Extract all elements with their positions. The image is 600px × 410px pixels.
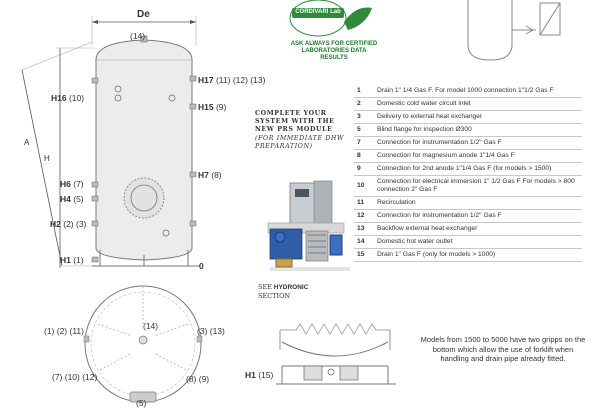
- zero-level-label: 0: [199, 261, 204, 271]
- see-prefix: See: [258, 283, 272, 291]
- h7-label: H7 (8): [198, 170, 222, 180]
- h1-code: H1: [60, 255, 71, 265]
- see-hydronic-caption: See HYDRONIC section: [258, 283, 308, 301]
- panel-line-3: new PRS module: [255, 126, 333, 134]
- panel-line-4: (For immediate DHW: [255, 134, 345, 142]
- h1-label: H1 (1): [60, 255, 84, 265]
- item-number: 14: [354, 235, 371, 249]
- forklift-note: Models from 1500 to 5000 have two gripps…: [420, 335, 586, 363]
- partial-schematic: [467, 0, 561, 61]
- h1-refs: (1): [73, 255, 84, 265]
- h6-label: H6 (7): [60, 179, 84, 189]
- plan-label-center: (14): [143, 321, 159, 331]
- item-description: Drain 1" Gas F (only for models > 1000): [371, 248, 582, 262]
- item-number: 11: [354, 196, 371, 210]
- plan-label-left-bottom: (7) (10) (12): [52, 372, 98, 382]
- forklift-detail-drawing: [276, 323, 396, 385]
- h4-code: H4: [60, 194, 71, 204]
- item-number: 3: [354, 110, 371, 124]
- plan-label-left-top: (1) (2) (11): [44, 326, 84, 336]
- item-number: 5: [354, 123, 371, 137]
- item-number: 10: [354, 175, 371, 197]
- item-description: Connection for instrumentation 1/2" Gas …: [371, 209, 582, 223]
- h16-label: H16 (10): [51, 93, 84, 103]
- badge-slogan: ASK ALWAYS FOR CERTIFIED LABORATORIES DA…: [290, 41, 378, 61]
- h17-refs: (11) (12) (13): [215, 75, 266, 85]
- item-description: Delivery to external heat exchanger: [371, 110, 582, 124]
- item-description: Recirculation: [371, 196, 582, 210]
- a-dimension-label: A: [24, 138, 30, 147]
- item-number: 9: [354, 162, 371, 176]
- item-description: Connection for magnesium anode 1"1/4 Gas…: [371, 149, 582, 163]
- outlet-14-label: (14): [130, 31, 146, 41]
- h16-code: H16: [51, 93, 67, 103]
- h16-refs: (10): [68, 93, 85, 103]
- panel-line-1: Complete your: [255, 110, 327, 117]
- detail-h1-refs: (15): [258, 370, 274, 380]
- tank-elevation-drawing: [21, 16, 200, 268]
- h17-label: H17 (11) (12) (13): [198, 75, 265, 85]
- h2-refs: (2) (3): [63, 219, 87, 229]
- item-description: Domestic cold water circuit inlet: [371, 97, 582, 111]
- h2-label: H2 (2) (3): [50, 219, 86, 229]
- item-description: Backflow external heat exchanger: [371, 222, 582, 236]
- see-hydronic: HYDRONIC: [273, 284, 309, 291]
- item-description: Connection for electrical immersion 1" 1…: [371, 175, 582, 197]
- item-number: 8: [354, 149, 371, 163]
- item-number: 13: [354, 222, 371, 236]
- tank-plan-view: [83, 285, 203, 403]
- h15-refs: (9): [215, 102, 227, 112]
- h4-refs: (5): [73, 194, 84, 204]
- item-number: 1: [354, 85, 371, 98]
- h2-code: H2: [50, 219, 61, 229]
- h17-code: H17: [198, 75, 214, 85]
- panel-line-2: system with the: [255, 118, 335, 126]
- see-suffix: section: [258, 292, 291, 300]
- item-description: Drain 1" 1/4 Gas F. For model 1000 conne…: [371, 85, 582, 98]
- badge-logo: [289, 0, 372, 37]
- plan-label-right-top: (3) (13): [197, 326, 225, 336]
- prs-module-panel: Complete your system with the new PRS mo…: [255, 110, 355, 151]
- detail-h1-label: H1 (15): [245, 370, 273, 380]
- item-number: 2: [354, 97, 371, 111]
- item-description: Blind flange for inspection Ø300: [371, 123, 582, 137]
- badge-brand: CORDIVARI Lab: [295, 9, 341, 15]
- item-description: Domestic hot water outlet: [371, 235, 582, 249]
- plan-label-right-bottom: (8) (9): [186, 374, 210, 384]
- h7-code: H7: [198, 170, 209, 180]
- item-description: Connection for instrumentation 1/2" Gas …: [371, 136, 582, 150]
- h15-code: H15: [198, 102, 214, 112]
- h6-code: H6: [60, 179, 71, 189]
- h4-label: H4 (5): [60, 194, 84, 204]
- prs-module-image: [267, 180, 350, 271]
- h-dimension-label: H: [44, 154, 50, 163]
- de-dimension-label: De: [137, 9, 150, 20]
- item-description: Connection for 2nd anode 1"1/4 Gas F (fo…: [371, 162, 582, 176]
- panel-line-5: preparation): [255, 142, 313, 150]
- h7-refs: (8): [211, 170, 222, 180]
- plan-label-bottom: (5): [136, 398, 147, 408]
- item-number: 12: [354, 209, 371, 223]
- h6-refs: (7): [73, 179, 84, 189]
- item-number: 15: [354, 248, 371, 262]
- item-number: 7: [354, 136, 371, 150]
- h15-label: H15 (9): [198, 102, 226, 112]
- cordivari-lab-badge: CORDIVARI Lab ASK ALWAYS FOR CERTIFIED L…: [286, 0, 377, 70]
- detail-h1-code: H1: [245, 370, 256, 380]
